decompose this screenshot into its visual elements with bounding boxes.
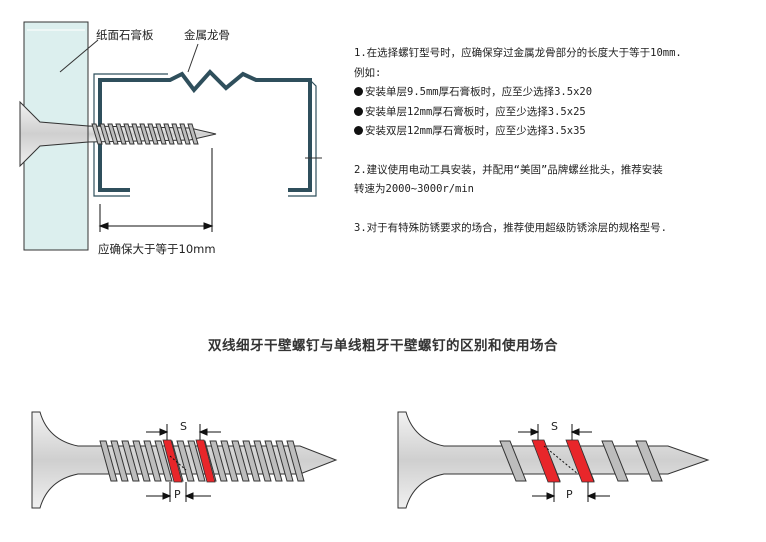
note-2a: 2.建议使用电动工具安装，并配用“美固”品牌螺丝批头，推荐安装 — [354, 163, 663, 176]
thread-ridge — [275, 440, 294, 482]
keel-leader — [187, 43, 199, 73]
thread-ridge — [231, 440, 250, 482]
selection-notes: 1.在选择螺钉型号时，应确保穿过金属龙骨部分的长度大于等于10mm. 例如: 安… — [354, 44, 754, 238]
note-3: 3.对于有特殊防锈要求的场合，推荐使用超级防锈涂层的规格型号. — [354, 221, 667, 234]
thread-ridge — [253, 440, 272, 482]
thread-ridge — [131, 123, 143, 145]
board-leader — [59, 39, 99, 73]
thread-ridge — [179, 123, 191, 145]
min-depth-label: 应确保大于等于10mm — [98, 242, 216, 256]
thread-ridge — [154, 440, 173, 482]
thread-ridge — [132, 440, 151, 482]
thread-ridge — [286, 440, 305, 482]
thread-ridge — [171, 123, 183, 145]
thread-ridge — [91, 123, 103, 145]
bullet-icon — [354, 106, 363, 116]
coarse-s-label: S — [551, 420, 558, 433]
thread-ridge — [220, 440, 239, 482]
thread-ridge — [115, 123, 127, 145]
fine-highlight-threads — [162, 439, 216, 483]
thread-ridge — [121, 440, 140, 482]
min-depth-dimension — [98, 148, 214, 232]
thread-ridge — [176, 440, 195, 482]
thread-ridge — [123, 123, 135, 145]
top-screw — [19, 100, 217, 168]
thread-ridge — [635, 440, 663, 482]
note-bullet-2: 安装单层12mm厚石膏板时，应至少选择3.5x25 — [354, 103, 754, 123]
coarse-dimensions — [518, 424, 610, 502]
note-2b: 转速为2000~3000r/min — [354, 183, 475, 195]
thread-ridge — [107, 123, 119, 145]
thread-ridge — [110, 440, 129, 482]
thread-ridge — [187, 123, 199, 145]
thread-ridge — [147, 123, 159, 145]
bullet-icon — [354, 87, 363, 96]
board-label: 纸面石膏板 — [96, 28, 154, 42]
thread-ridge — [143, 440, 162, 482]
thread-ridge — [264, 440, 283, 482]
fine-screw — [31, 411, 338, 509]
coarse-highlight-threads — [531, 439, 595, 483]
thread-ridge — [139, 123, 151, 145]
section-title: 双线细牙干壁螺钉与单线粗牙干壁螺钉的区别和使用场合 — [208, 338, 558, 354]
thread-ridge — [99, 440, 118, 482]
fine-p-label: P — [174, 488, 181, 501]
note-bullet-3: 安装双层12mm厚石膏板时，应至少选择3.5x35 — [354, 122, 754, 142]
fine-s-label: S — [180, 420, 187, 433]
thread-ridge — [99, 123, 111, 145]
thread-ridge — [187, 440, 206, 482]
thread-ridge — [155, 123, 167, 145]
note-bullet-1: 安装单层9.5mm厚石膏板时，应至少选择3.5x20 — [354, 83, 754, 103]
fine-dimensions — [146, 424, 221, 502]
thread-ridge — [209, 440, 228, 482]
coarse-p-label: P — [566, 488, 573, 501]
keel-label: 金属龙骨 — [184, 28, 230, 42]
note-example: 例如: — [354, 66, 382, 79]
note-1: 1.在选择螺钉型号时，应确保穿过金属龙骨部分的长度大于等于10mm. — [354, 47, 682, 59]
bullet-icon — [354, 126, 363, 135]
thread-ridge — [163, 123, 175, 145]
thread-ridge — [242, 440, 261, 482]
thread-ridge — [499, 440, 527, 482]
coarse-screw — [397, 411, 710, 509]
thread-ridge — [601, 440, 629, 482]
